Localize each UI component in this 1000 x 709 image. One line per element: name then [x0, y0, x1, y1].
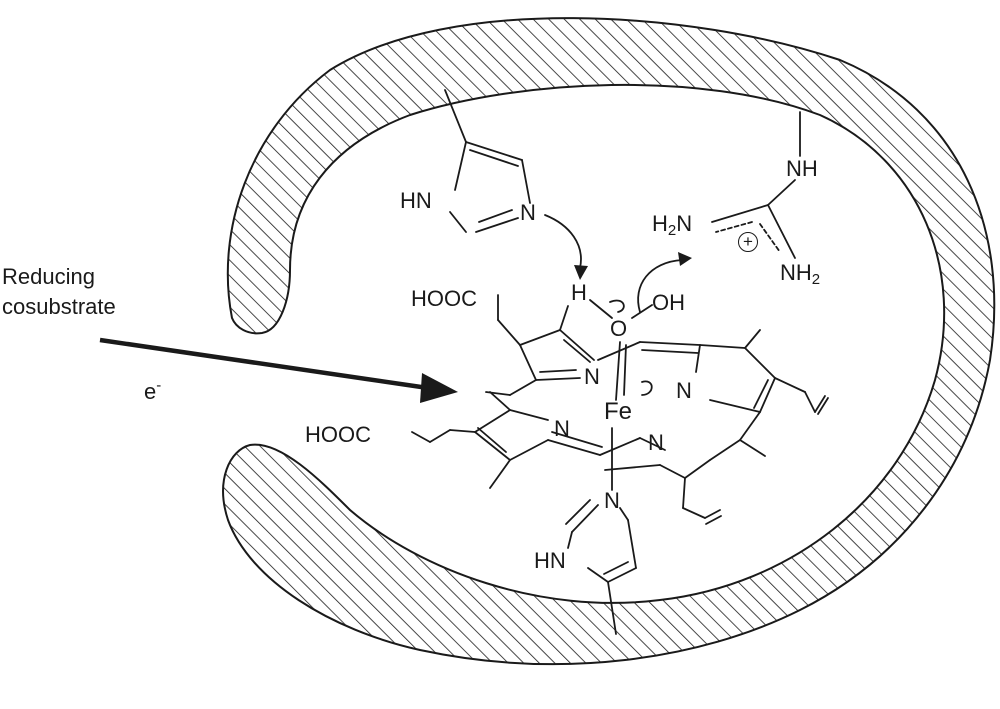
electron-transfer-arrow: [99, 337, 458, 403]
atom-fe: Fe: [604, 398, 633, 425]
atom-n-distal: N: [520, 200, 536, 225]
proton-transfer-arrow: [544, 214, 582, 269]
atom-o: O: [610, 316, 628, 341]
heme-porphyrin: [411, 294, 829, 525]
atom-n-proximal: N: [604, 488, 620, 513]
atom-hn-distal: HN: [400, 188, 432, 213]
electron-push-arrow: [637, 259, 683, 313]
atom-oh: OH: [652, 290, 685, 315]
proximal-histidine: [565, 499, 637, 635]
atom-hn-proximal: HN: [534, 548, 566, 573]
atom-h: H: [571, 280, 587, 305]
atom-nh2-arg: NH2: [780, 260, 821, 288]
electron-label: e-: [144, 377, 162, 404]
reducing-label-line1: Reducing: [2, 264, 95, 289]
distal-histidine: [444, 89, 531, 233]
hooc-top: HOOC: [411, 286, 477, 311]
atom-n-pyrrole-3: N: [554, 416, 570, 441]
reducing-label: Reducing cosubstrate: [2, 266, 116, 318]
hooc-bottom: HOOC: [305, 422, 371, 447]
distal-arginine: [711, 111, 801, 259]
charge-plus-icon: +: [738, 232, 758, 252]
atom-h2n-arg: H2N: [652, 211, 693, 239]
atom-n-pyrrole-2: N: [676, 378, 692, 403]
atom-nh-arg: NH: [786, 156, 818, 181]
atom-n-pyrrole-1: N: [584, 364, 600, 389]
protein-pocket: [222, 17, 996, 666]
reducing-label-line2: cosubstrate: [2, 294, 116, 319]
atom-n-pyrrole-4: N: [648, 430, 664, 455]
